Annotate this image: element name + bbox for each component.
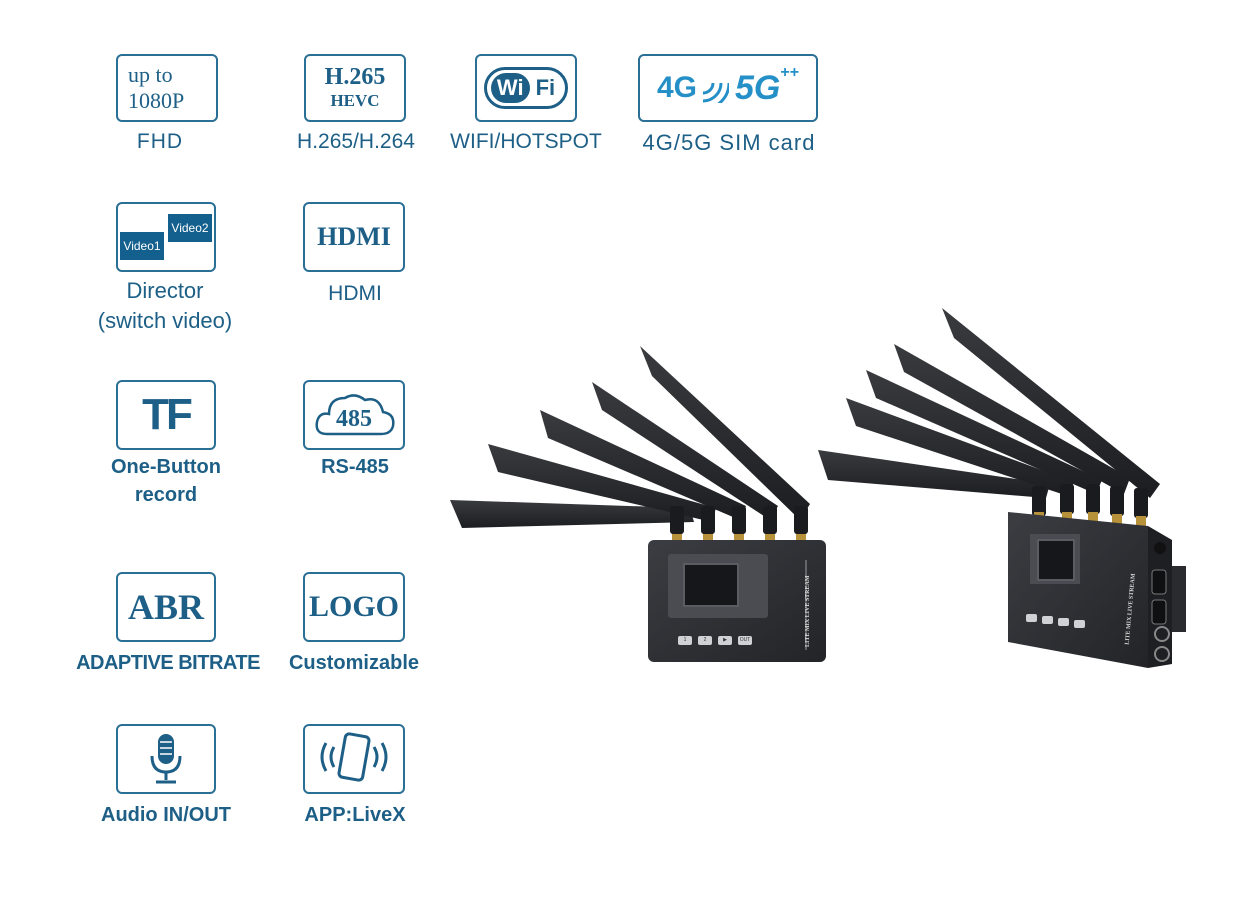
feature-caption: H.265/H.264	[297, 130, 415, 153]
device-1-body	[648, 540, 826, 662]
feature-caption: Director	[126, 278, 204, 303]
feature-caption: APP:LiveX	[304, 804, 406, 826]
feature-caption: 4G/5G SIM card	[642, 130, 816, 155]
device-button: 1	[683, 637, 687, 643]
device-button: ▶	[723, 637, 727, 643]
feature-hdmi: HDMI HDMI	[290, 202, 420, 312]
device-2-body	[1008, 512, 1186, 668]
feature-rs485: 485 RS-485	[290, 380, 420, 490]
feature-logo: LOGO Customizable	[280, 572, 428, 682]
feature-caption: One-Button	[111, 456, 221, 478]
wifi-logo-icon: Wi Fi	[475, 54, 577, 122]
feature-caption: (switch video)	[97, 308, 233, 333]
codec-badge-icon: H.265 HEVC	[304, 54, 406, 122]
feature-fhd: up to 1080P FHD	[100, 54, 220, 164]
feature-director: Video1 Video2 Director (switch video)	[80, 202, 250, 338]
feature-hevc: H.265 HEVC H.265/H.264	[286, 54, 426, 164]
feature-caption: FHD	[136, 130, 184, 153]
feature-caption: WIFI/HOTSPOT	[450, 130, 602, 153]
feature-caption: RS-485	[321, 456, 389, 478]
feature-caption: ADAPTIVE BITRATE	[76, 652, 260, 674]
device-button: OUT	[739, 637, 751, 643]
device-2-antennas	[818, 308, 1160, 498]
device-1-antennas	[450, 346, 810, 528]
device-1-connectors	[672, 532, 806, 544]
resolution-badge-icon: up to 1080P	[116, 54, 218, 122]
feature-app: APP:LiveX	[290, 724, 420, 834]
device-button: 2	[703, 637, 707, 643]
feature-wifi: Wi Fi WIFI/HOTSPOT	[448, 54, 604, 164]
feature-caption: HDMI	[328, 282, 382, 305]
feature-caption: Audio IN/OUT	[101, 804, 231, 826]
feature-caption: Customizable	[288, 652, 420, 674]
cellular-signal-icon: 4G 5G ++	[638, 54, 818, 122]
device-2-posts	[1032, 484, 1148, 518]
tf-card-icon: TF	[116, 380, 216, 450]
feature-abr: ABR ADAPTIVE BITRATE	[70, 572, 266, 682]
device-1-label: LITE MIX LIVE STREAM	[805, 575, 811, 647]
device-1-buttons: 1 2 ▶ OUT	[678, 636, 758, 645]
device-1-posts	[670, 506, 808, 534]
feature-tf: TF One-Button record	[96, 380, 236, 510]
smartphone-vibrate-icon	[303, 724, 405, 794]
signal-waves-icon	[702, 82, 729, 103]
logo-badge-icon: LOGO	[303, 572, 405, 642]
cloud-icon: 485	[303, 380, 405, 450]
feature-cellular: 4G 5G ++ 4G/5G SIM card	[634, 54, 824, 164]
hdmi-logo-icon: HDMI	[303, 202, 405, 272]
microphone-icon	[116, 724, 216, 794]
video-switch-icon: Video1 Video2	[116, 202, 216, 272]
feature-caption: record	[134, 484, 198, 506]
abr-badge-icon: ABR	[116, 572, 216, 642]
feature-audio: Audio IN/OUT	[90, 724, 242, 834]
